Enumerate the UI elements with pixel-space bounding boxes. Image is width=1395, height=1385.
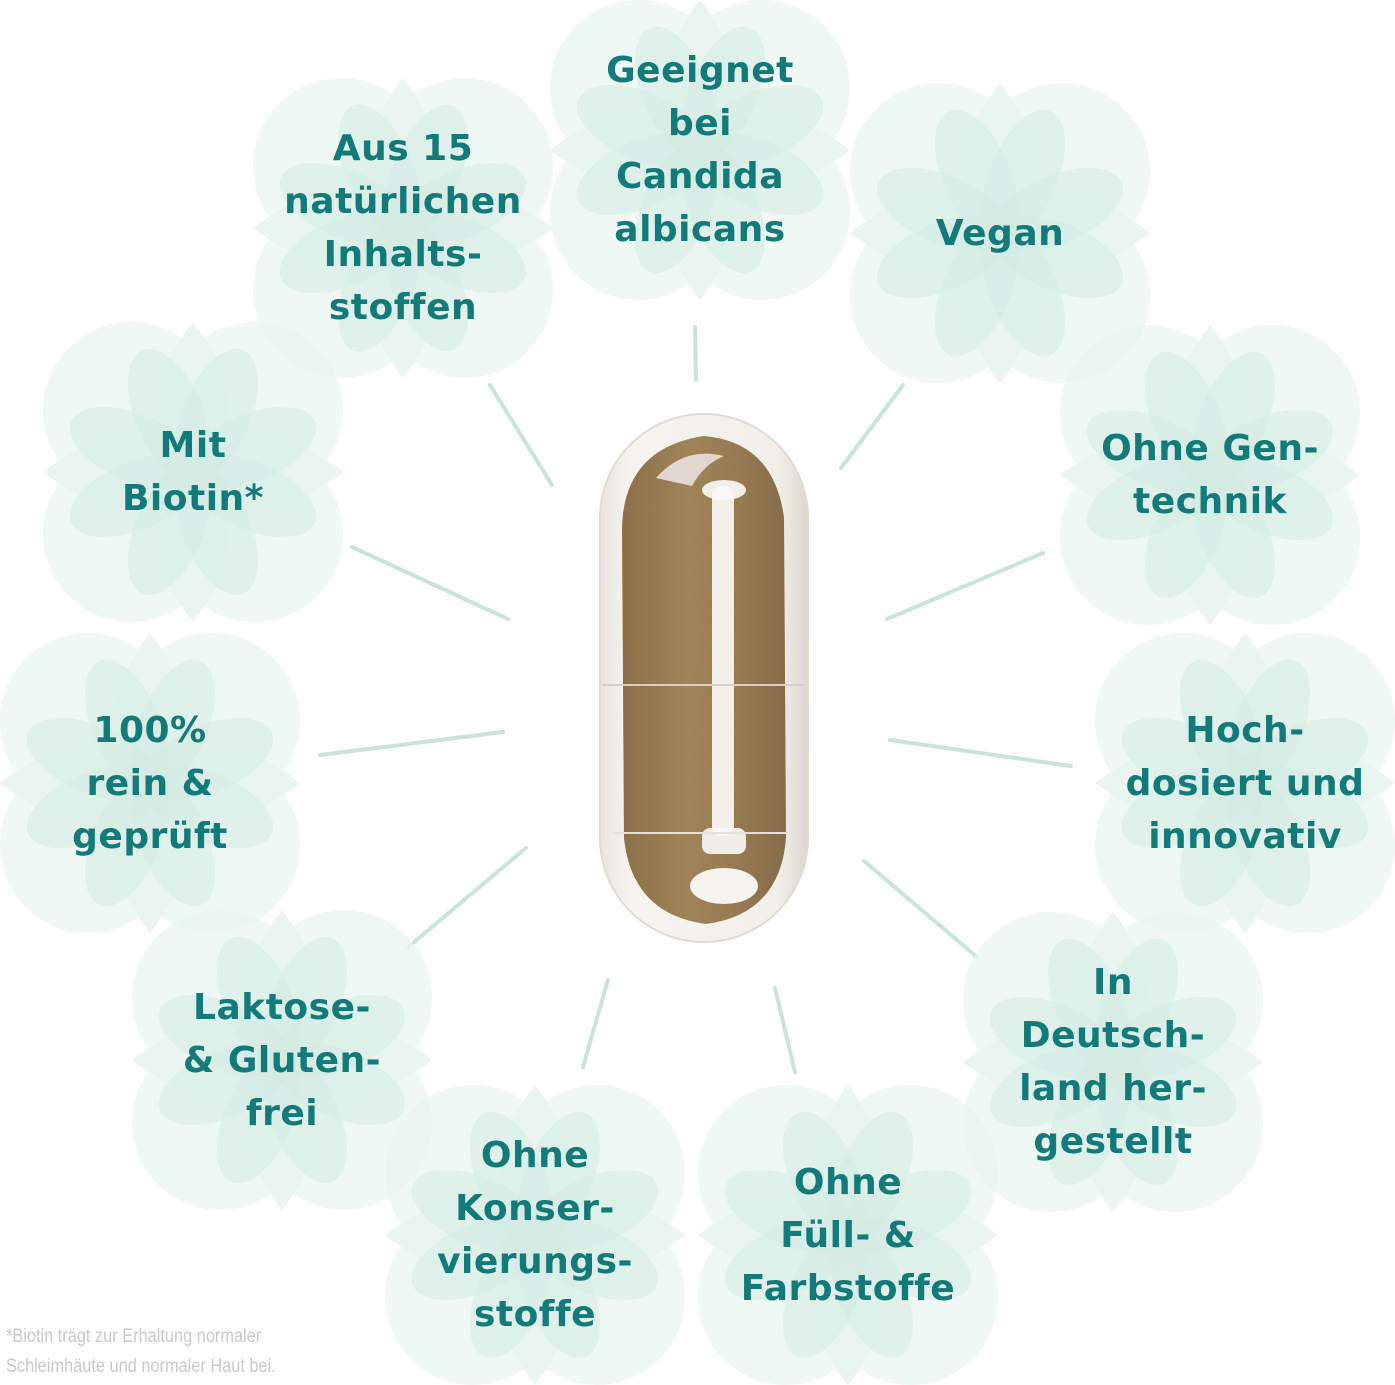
connector-line [888, 738, 1073, 768]
feature-label: Ohne Gen- technik [1101, 428, 1319, 522]
flower-icon [132, 910, 432, 1210]
feature-label: Aus 15 natürlichen Inhalts- stoffen [284, 128, 522, 328]
feature-candida: Geeignet bei Candida albicans [550, 0, 850, 300]
flower-icon [1060, 325, 1360, 625]
feature-laktose: Laktose- & Gluten- frei [132, 910, 432, 1210]
connector-line [488, 383, 554, 487]
feature-gentechnik: Ohne Gen- technik [1060, 325, 1360, 625]
feature-label: Hoch- dosiert und innovativ [1125, 709, 1365, 857]
connector-line [581, 978, 610, 1069]
connector-line [350, 545, 510, 621]
flower-icon [385, 1085, 685, 1385]
flower-icon [698, 1085, 998, 1385]
connector-line [839, 383, 905, 470]
feature-deutschland: In Deutsch- land her- gestellt [963, 912, 1263, 1212]
flower-icon [963, 912, 1263, 1212]
flower-icon [550, 0, 850, 300]
flower-icon [0, 633, 300, 933]
feature-label: In Deutsch- land her- gestellt [1019, 962, 1207, 1162]
feature-label: Laktose- & Gluten- frei [182, 986, 382, 1134]
feature-label: Ohne Konser- vierungs- stoffe [437, 1135, 633, 1335]
feature-label: 100% rein & geprüft [72, 709, 228, 857]
feature-konservierung: Ohne Konser- vierungs- stoffe [385, 1085, 685, 1385]
feature-hochdosiert: Hoch- dosiert und innovativ [1095, 633, 1395, 933]
feature-fuellstoffe: Ohne Füll- & Farbstoffe [698, 1085, 998, 1385]
feature-rein: 100% rein & geprüft [0, 633, 300, 933]
feature-inhaltsstoffe: Aus 15 natürlichen Inhalts- stoffen [253, 78, 553, 378]
flower-icon [1095, 633, 1395, 933]
feature-label: Geeignet bei Candida albicans [606, 50, 794, 250]
flower-icon [253, 78, 553, 378]
connector-line [862, 859, 979, 959]
biotin-footnote: *Biotin trägt zur Erhaltung normaler Sch… [6, 1326, 276, 1377]
connector-line [773, 986, 797, 1074]
feature-label: Ohne Füll- & Farbstoffe [740, 1161, 956, 1309]
connector-line [405, 846, 528, 950]
connector-line [693, 325, 698, 382]
connector-line [885, 551, 1045, 621]
feature-label: Mit Biotin* [121, 425, 264, 519]
capsule-image [599, 413, 809, 943]
feature-label: Vegan [935, 212, 1065, 254]
connector-line [318, 730, 505, 757]
